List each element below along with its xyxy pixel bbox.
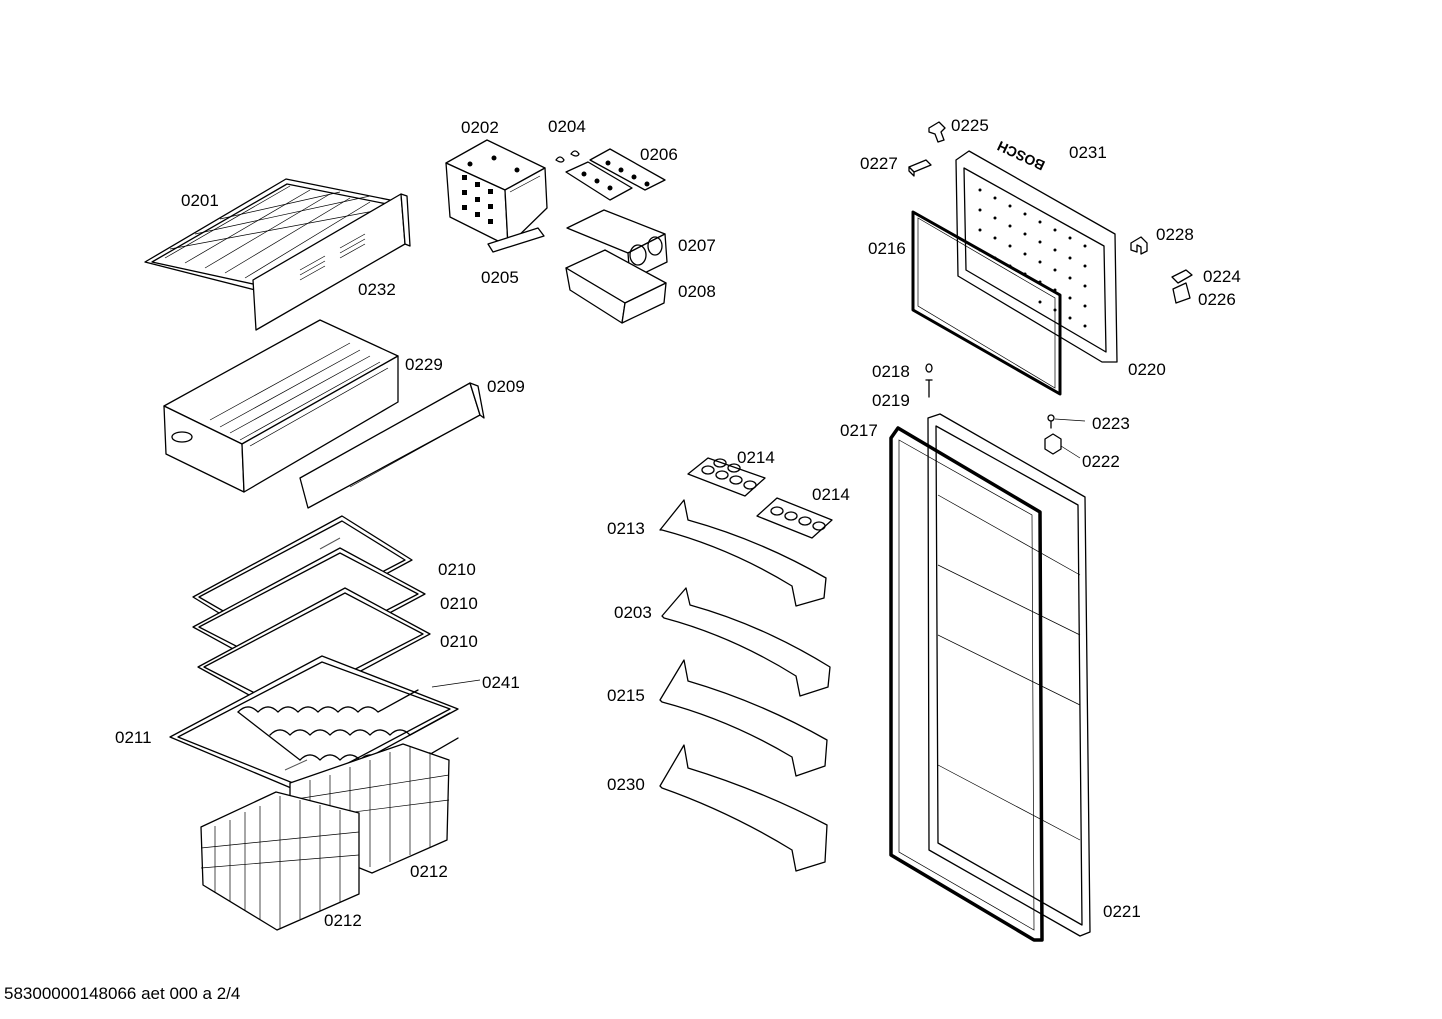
part-label-0216: 0216	[868, 239, 906, 258]
part-0216-freezer-gasket	[911, 210, 1062, 396]
part-0228-hinge	[1130, 236, 1148, 255]
part-label-0214-1: 0214	[737, 448, 775, 467]
part-label-0226: 0226	[1198, 290, 1236, 309]
part-0213-door-shelf	[659, 499, 827, 607]
part-label-0201: 0201	[181, 191, 219, 210]
part-label-0224: 0224	[1203, 267, 1241, 286]
part-label-0211: 0211	[115, 728, 152, 747]
part-0219-screw	[925, 379, 933, 398]
part-0221-fridge-door	[927, 413, 1091, 937]
part-label-0220: 0220	[1128, 360, 1166, 379]
part-0227-cover	[908, 159, 932, 177]
part-label-0232: 0232	[358, 280, 396, 299]
part-0217-fridge-gasket	[889, 426, 1044, 942]
part-label-0214-2: 0214	[812, 485, 850, 504]
part-0211-glass-shelf	[169, 655, 459, 794]
part-label-0241: 0241	[482, 673, 520, 692]
part-0208-ice-bin	[565, 249, 667, 324]
part-label-0212-1: 0212	[410, 862, 448, 881]
part-label-0230: 0230	[607, 775, 645, 794]
part-0220-freezer-door	[955, 150, 1118, 363]
part-0230-door-shelf	[659, 744, 828, 872]
part-0222-hinge-block	[1044, 433, 1081, 459]
part-label-0202: 0202	[461, 118, 499, 137]
part-0225-hinge-clip	[928, 121, 946, 143]
part-label-0218: 0218	[872, 362, 910, 381]
part-0214-egg-tray	[687, 457, 766, 497]
part-label-0210-2: 0210	[440, 594, 478, 613]
document-id-footer: 58300000148066 aet 000 a 2/4	[4, 984, 241, 1003]
part-0205-strip	[487, 227, 545, 253]
part-label-0231: 0231	[1069, 143, 1107, 162]
part-label-0207: 0207	[678, 236, 716, 255]
part-label-0229: 0229	[405, 355, 443, 374]
part-0232-front-panel	[252, 193, 411, 331]
part-label-0215: 0215	[607, 686, 645, 705]
part-0209-flap	[299, 382, 485, 509]
part-label-0222: 0222	[1082, 452, 1120, 471]
part-label-0217: 0217	[840, 421, 878, 440]
part-0231-brand-badge: BOSCH	[995, 138, 1048, 174]
part-label-0219: 0219	[872, 391, 910, 410]
part-0201-wire-shelf	[144, 178, 406, 293]
brand-mark-text: BOSCH	[995, 138, 1048, 174]
part-label-0205: 0205	[481, 268, 519, 287]
part-label-0227: 0227	[860, 154, 898, 173]
part-label-0223: 0223	[1092, 414, 1130, 433]
part-0203-door-shelf	[661, 587, 831, 697]
part-0224-cap	[1171, 269, 1193, 284]
part-0212-crisper-drawer	[200, 791, 360, 931]
part-0218-bushing	[925, 363, 933, 373]
part-label-0203: 0203	[614, 603, 652, 622]
part-label-0210-1: 0210	[438, 560, 476, 579]
part-label-0213: 0213	[607, 519, 645, 538]
part-0229-drawer	[163, 319, 399, 493]
part-label-0212-2: 0212	[324, 911, 362, 930]
part-0226-cap	[1172, 282, 1191, 304]
part-0223-screw	[1047, 414, 1086, 429]
part-label-0221: 0221	[1103, 902, 1141, 921]
part-label-0210-3: 0210	[440, 632, 478, 651]
part-0214-egg-tray	[756, 497, 833, 539]
part-label-0206: 0206	[640, 145, 678, 164]
part-label-0209: 0209	[487, 377, 525, 396]
part-label-0204: 0204	[548, 117, 586, 136]
part-label-0208: 0208	[678, 282, 716, 301]
part-0206-ice-trays	[565, 148, 666, 201]
part-0215-door-shelf	[659, 659, 828, 777]
part-label-0225: 0225	[951, 116, 989, 135]
part-0204-clips	[555, 150, 580, 163]
part-label-0228: 0228	[1156, 225, 1194, 244]
